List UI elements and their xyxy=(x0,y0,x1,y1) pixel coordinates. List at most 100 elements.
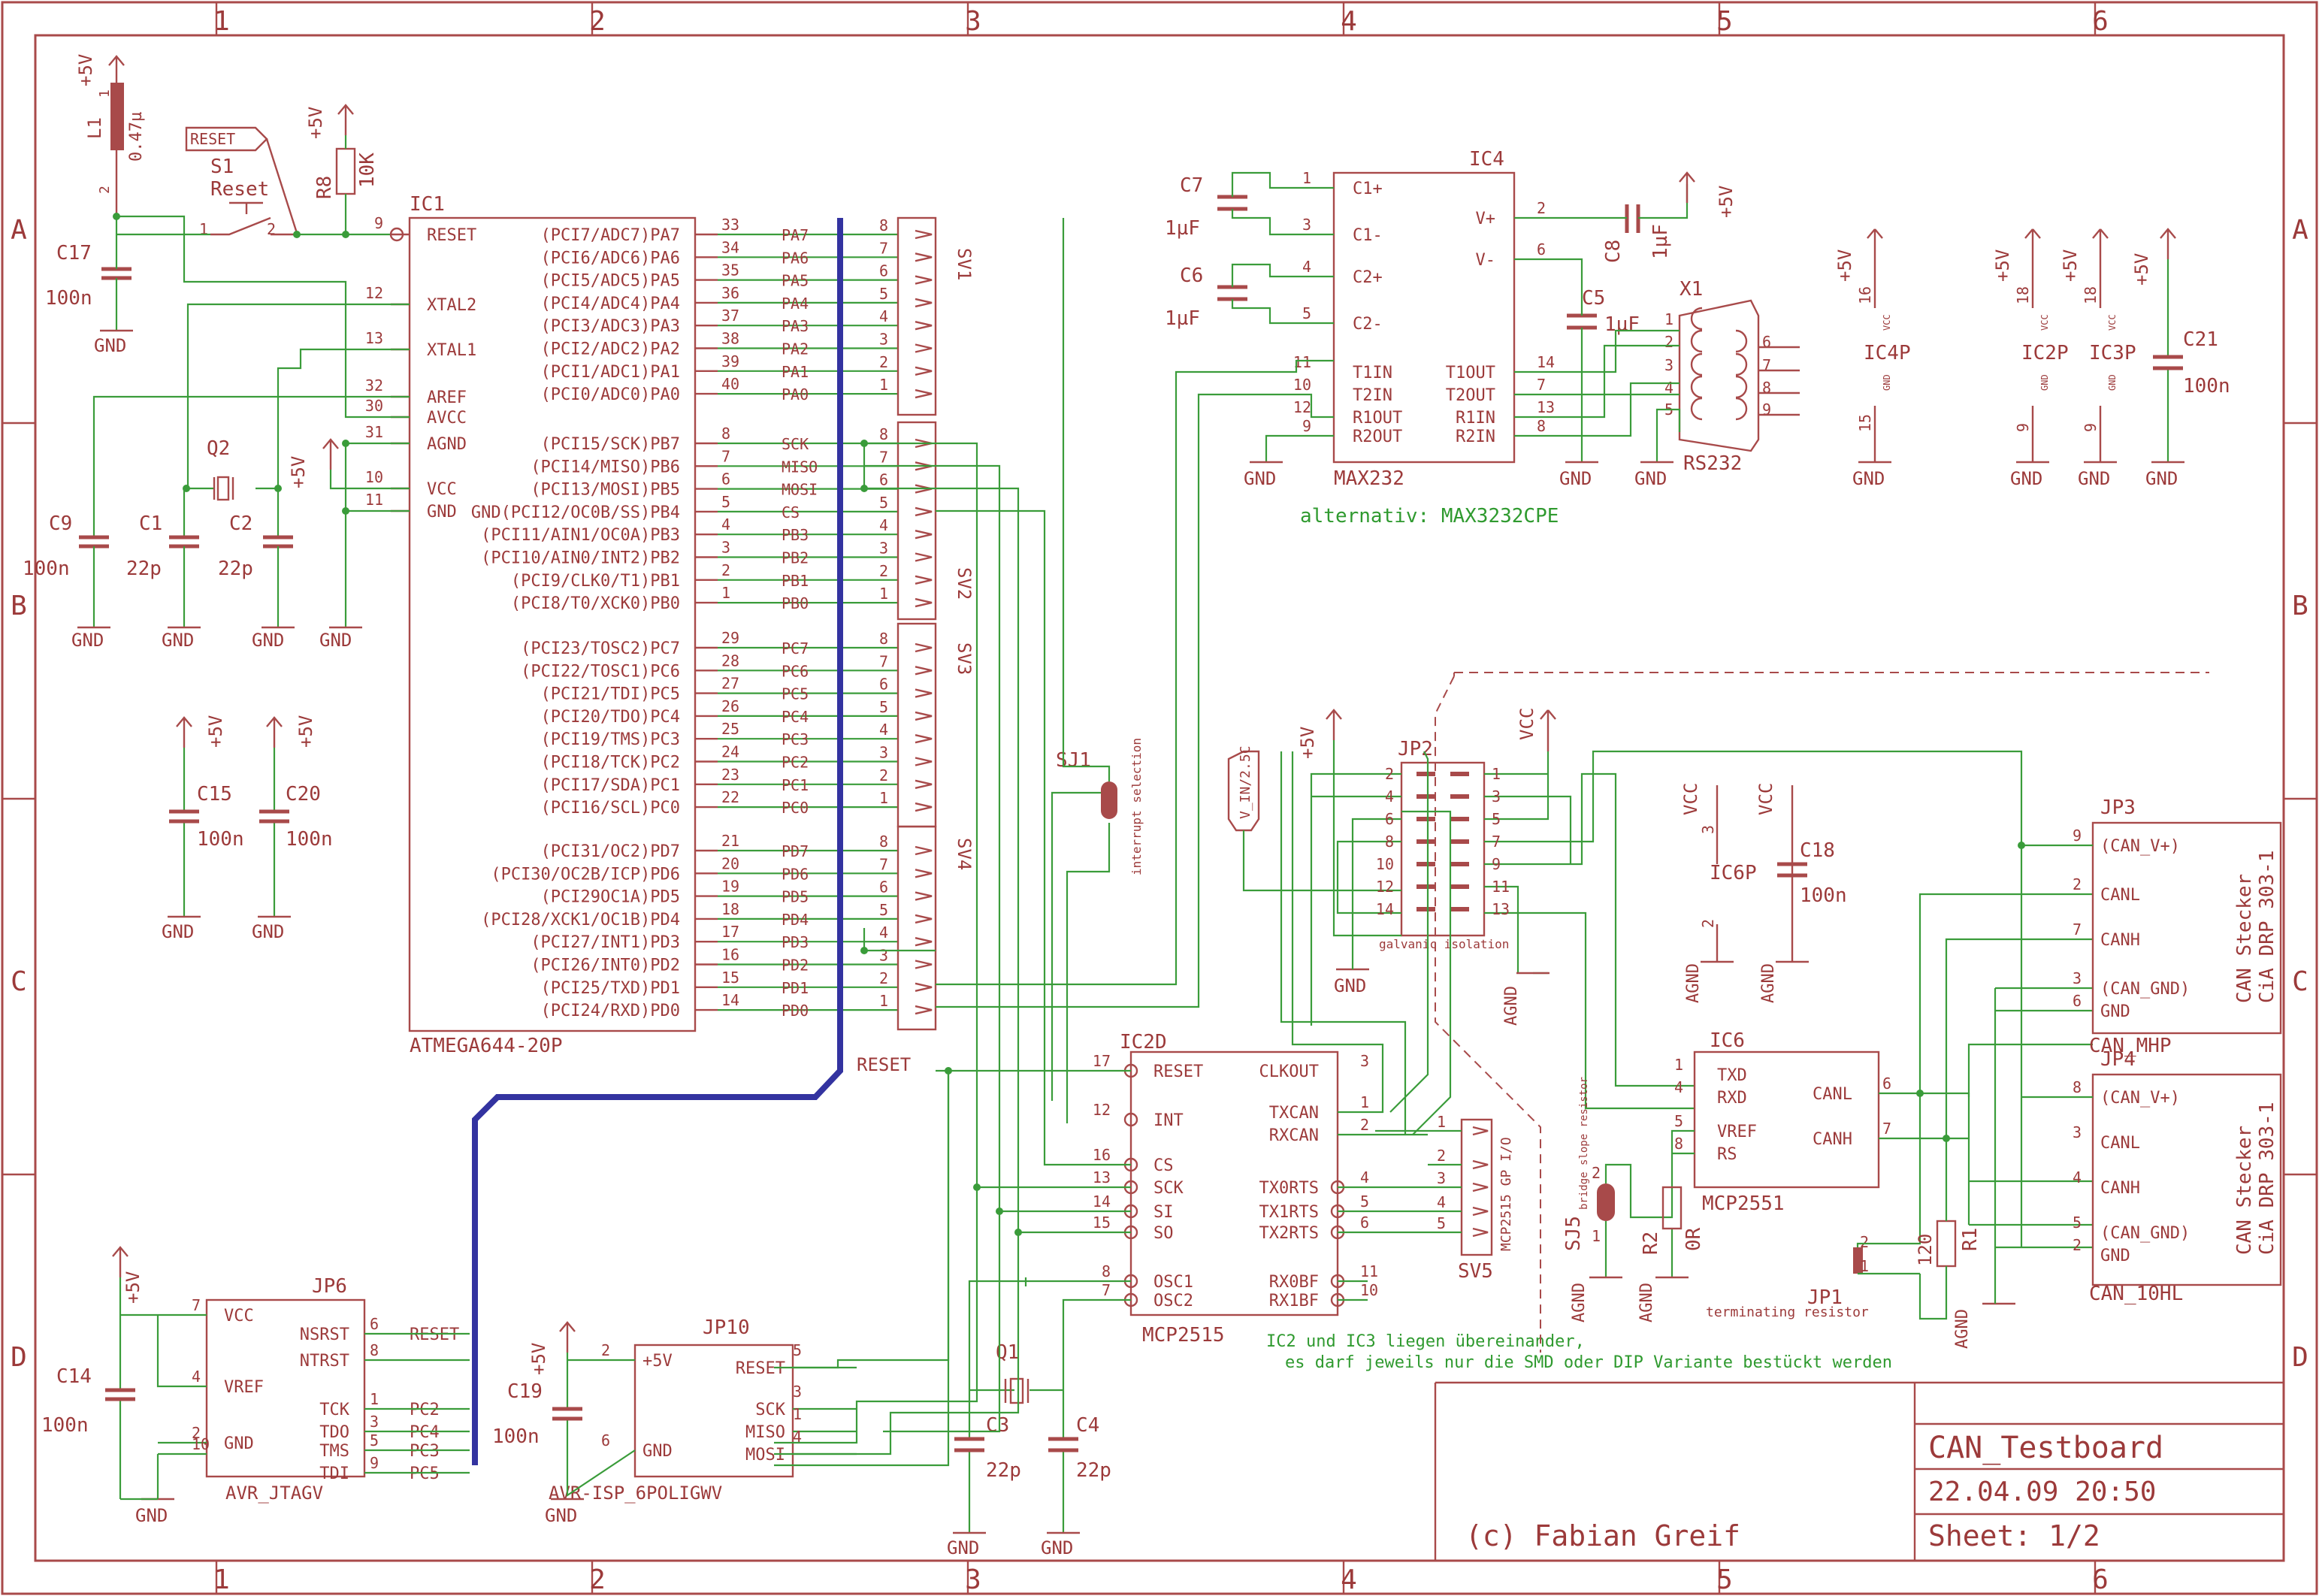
jp10-right-pin-name: MOSI xyxy=(745,1446,785,1465)
jp6-supply: +5V xyxy=(122,1271,144,1304)
col-label: 2 xyxy=(589,1564,606,1595)
x1-pin-num: 2 xyxy=(1664,333,1673,351)
jp6-right-pin-name: TDI xyxy=(319,1465,349,1483)
col-label: 3 xyxy=(965,1564,981,1595)
sv5-pin-num: 1 xyxy=(1437,1113,1446,1131)
mcp2515-left-pin-num: 17 xyxy=(1093,1052,1111,1070)
ic1-left-pin-name: AVCC xyxy=(427,409,467,428)
x1-pin-contact xyxy=(1690,307,1703,331)
ic6-left-pin-name: TXD xyxy=(1717,1066,1747,1085)
ic1-net-label: PB0 xyxy=(782,594,809,612)
ic1-right-pin-num: 39 xyxy=(721,352,739,370)
sv-pin-marker xyxy=(915,711,933,721)
sv-pin-num: 4 xyxy=(879,923,888,942)
ic6-right-pin-num: 7 xyxy=(1882,1120,1891,1138)
ic1-right-pin-name: (PCI8/T0/XCK0)PB0 xyxy=(511,594,680,613)
ic1-net-label: PA5 xyxy=(782,272,809,290)
jp4-pin-num: 2 xyxy=(2073,1236,2082,1254)
c19-name: C19 xyxy=(507,1380,543,1403)
ic1-net-label: PA3 xyxy=(782,317,809,335)
decoupling-caps-left: +5V +5V C15 100n C20 100n GND GND xyxy=(162,715,333,942)
sv-pin-num: 3 xyxy=(879,947,888,965)
jp3-pin-num: 6 xyxy=(2073,992,2082,1010)
row-label: D xyxy=(11,1342,27,1373)
ic1-net-label: PD1 xyxy=(782,979,809,997)
frame-row-labels: A B C D A B C D xyxy=(11,215,2308,1373)
c17-value: 100n xyxy=(45,287,92,310)
c5-value: 1µF xyxy=(1604,313,1640,336)
ic1-right-pin-name: (PCI5/ADC5)PA5 xyxy=(541,272,680,291)
jp6-part: AVR_JTAGV xyxy=(225,1483,323,1504)
power-ic-supply: +5V xyxy=(2060,249,2081,282)
mcp2515-right-pin-num: 1 xyxy=(1360,1093,1369,1111)
l1-pin1: 1 xyxy=(97,89,113,98)
ic6-left-pin-num: 8 xyxy=(1674,1135,1683,1153)
c9-value: 100n xyxy=(23,558,70,580)
ic1-right-pin-num: 3 xyxy=(721,539,730,557)
jp6-jtag-header: JP6 AVR_JTAGV +5V C14 100n GND xyxy=(41,1246,366,1526)
c21-gnd: GND xyxy=(2145,468,2178,489)
ic1-net-label: MOSI xyxy=(782,481,818,499)
sv-pin-marker xyxy=(915,298,933,308)
x1-name: X1 xyxy=(1680,278,1703,301)
col-label: 1 xyxy=(213,1564,230,1595)
power-ic-gnd-label: GND xyxy=(1852,468,1885,489)
mcp2515-left-pin-num: 14 xyxy=(1093,1192,1111,1211)
ic6p-bot-pin: 2 xyxy=(1699,919,1717,928)
sv-pin-marker xyxy=(915,275,933,285)
jp3-name: JP3 xyxy=(2100,796,2136,819)
jp6-left-pin-name: VCC xyxy=(224,1307,254,1325)
c4-name: C4 xyxy=(1076,1414,1099,1437)
ic1-right-pin-num: 28 xyxy=(721,651,739,670)
sv5-pin-marker xyxy=(1472,1206,1489,1217)
sv5-pin-num: 4 xyxy=(1437,1193,1446,1211)
mcp2515-right-pin-num: 2 xyxy=(1360,1116,1369,1134)
x1-gnd: GND xyxy=(1634,468,1667,489)
ic1-net-label: PB2 xyxy=(782,549,809,567)
max232-pins: 1C1+3C1-4C2+5C2-11T1IN10T2IN12R1OUT9R2OU… xyxy=(1293,169,1555,446)
x1-pin-num: 8 xyxy=(1762,379,1771,397)
ic1-right-pin-num: 38 xyxy=(721,330,739,348)
sj5-name: SJ5 xyxy=(1562,1216,1585,1251)
mcp2515-right-pin-name: TX2RTS xyxy=(1259,1224,1319,1243)
max232-left-pin-name: T1IN xyxy=(1353,364,1392,382)
ic1-right-pin-num: 17 xyxy=(721,923,739,941)
ic1-right-pin-num: 33 xyxy=(721,216,739,234)
jp6-net-label: PC3 xyxy=(410,1442,440,1461)
reset-net: RESET xyxy=(857,1054,911,1075)
sv1-label: SV1 xyxy=(954,248,975,280)
max232-left-pin-num: 4 xyxy=(1302,258,1311,276)
ic1-right-pin-name: (PCI29OC1A)PD5 xyxy=(541,888,680,907)
max232-right-pin-name: R2IN xyxy=(1456,428,1495,446)
power-ic-gnd-label: GND xyxy=(2010,468,2042,489)
misc-wiring: GND RESET xyxy=(774,329,1681,1467)
max232-right-pin-num: 6 xyxy=(1537,240,1546,258)
sv-pin-marker xyxy=(915,642,933,653)
power-ic-name: IC3P xyxy=(2089,342,2136,364)
ic1-right-pin-name: (PCI28/XCK1/OC1B)PD4 xyxy=(481,911,680,929)
ic1-right-pin-name: (PCI13/MOSI)PB5 xyxy=(531,481,680,500)
sv-pin-num: 7 xyxy=(879,239,888,257)
r2-agnd: AGND xyxy=(1637,1283,1656,1322)
ic1-left-pin-num: 32 xyxy=(365,376,383,394)
c15-value: 100n xyxy=(197,828,244,851)
sv-pin-num: 8 xyxy=(879,425,888,443)
c14-name: C14 xyxy=(56,1365,92,1388)
ic1-net-label: PC4 xyxy=(782,708,809,726)
c15-name: C15 xyxy=(197,783,232,806)
sv5-pin-marker xyxy=(1472,1126,1489,1136)
ic1-right-pin-name: (PCI16/SCL)PC0 xyxy=(541,799,680,818)
x1-pin-num: 3 xyxy=(1664,356,1673,374)
ic6-right-pin-name: CANH xyxy=(1813,1130,1852,1149)
power-ic-top-pin: 16 xyxy=(1856,286,1874,304)
jp3-pin-num: 9 xyxy=(2073,827,2082,845)
ic6-left-pin-name: RXD xyxy=(1717,1089,1747,1108)
ic1-name: IC1 xyxy=(410,193,445,216)
ic6-left-pin-num: 4 xyxy=(1674,1078,1683,1096)
ic1-net-label: PC3 xyxy=(782,730,809,748)
mcp2515-right-pin-name: RX0BF xyxy=(1269,1273,1319,1292)
